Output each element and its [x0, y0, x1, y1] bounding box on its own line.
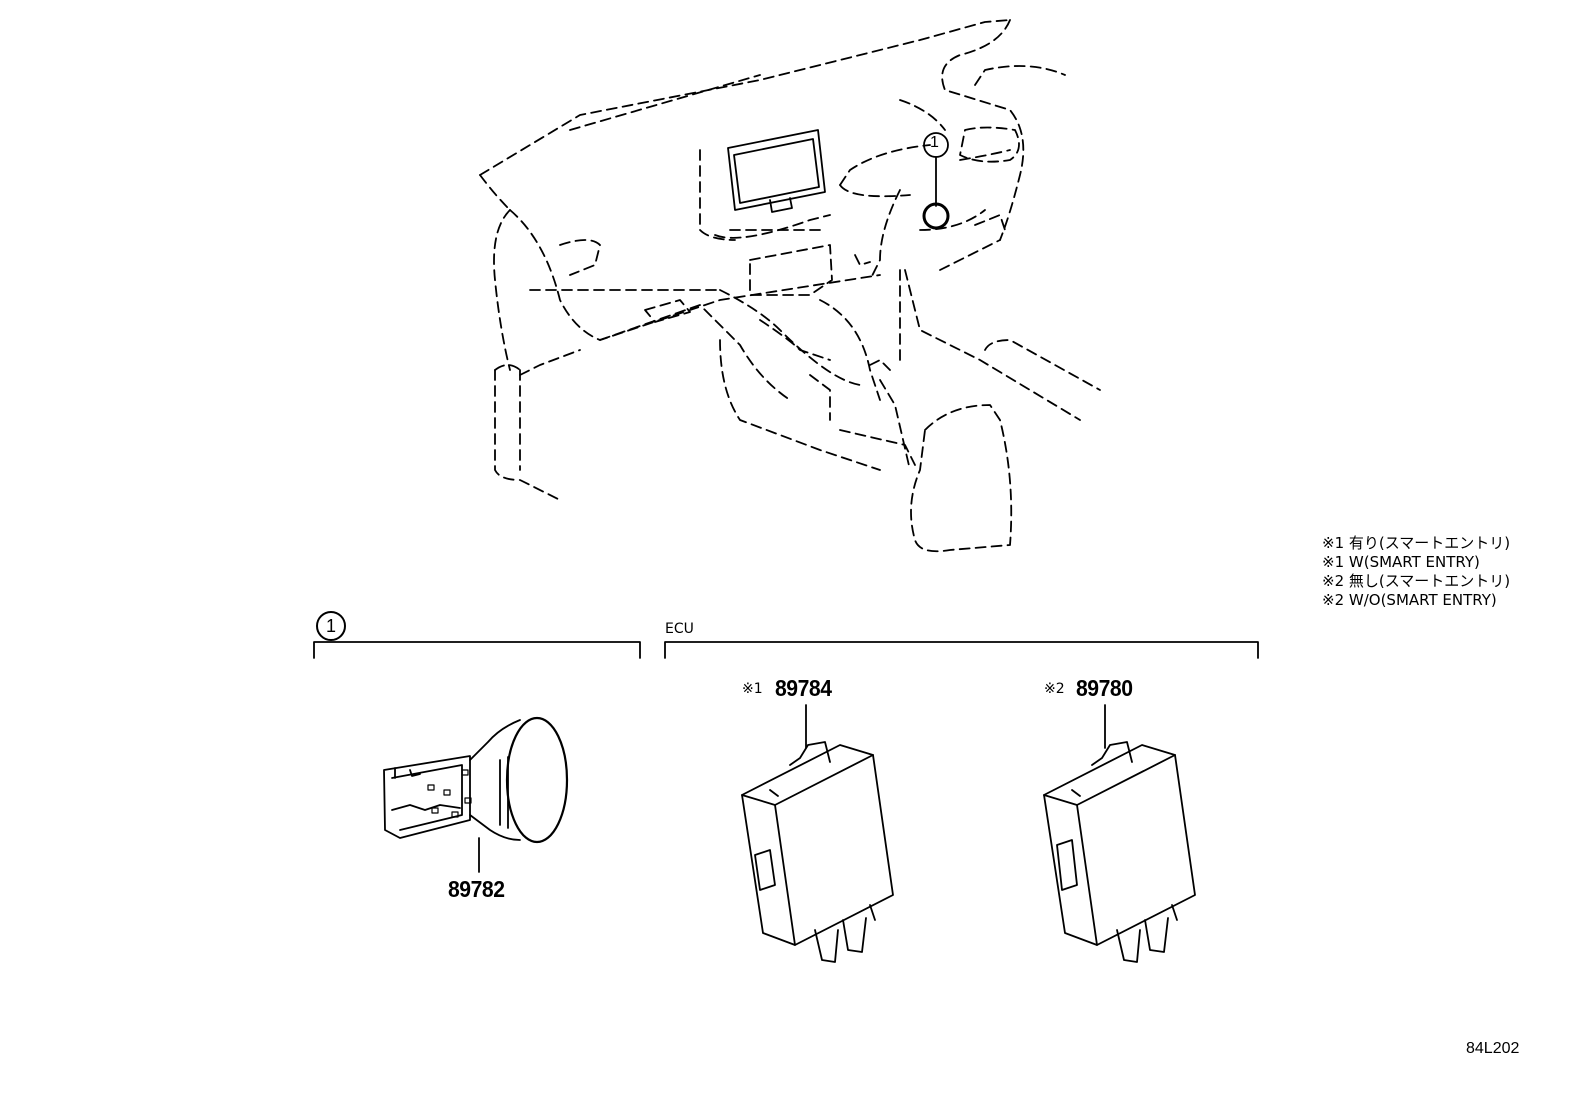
legend-note-4: ※2 W/O(SMART ENTRY) — [1322, 591, 1497, 609]
legend-note-2: ※1 W(SMART ENTRY) — [1322, 553, 1480, 571]
group-bracket-ecu — [664, 641, 1259, 659]
ecu2-part-number: 89780 — [1076, 675, 1133, 701]
legend-note-1: ※1 有り(スマートエントリ) — [1322, 534, 1511, 552]
group-bracket-switch — [313, 641, 641, 659]
switch-part-number: 89782 — [448, 876, 505, 902]
diagram-code: 84L202 — [1466, 1040, 1520, 1057]
push-switch-drawing — [383, 716, 569, 873]
switch-location-callout — [922, 132, 950, 230]
switch-group-marker: 1 — [316, 611, 346, 641]
ecu1-note-marker: ※1 — [742, 681, 763, 697]
ecu1-drawing — [741, 704, 894, 963]
dashboard-callout-number: 1 — [930, 134, 939, 151]
ecu2-drawing — [1043, 704, 1196, 963]
ecu-group-title: ECU — [665, 621, 694, 637]
ecu1-part-number: 89784 — [775, 675, 832, 701]
legend-note-3: ※2 無し(スマートエントリ) — [1322, 572, 1511, 590]
ecu2-note-marker: ※2 — [1044, 681, 1065, 697]
dashboard-outline — [479, 19, 1101, 553]
display-screen-drawing — [727, 129, 826, 213]
